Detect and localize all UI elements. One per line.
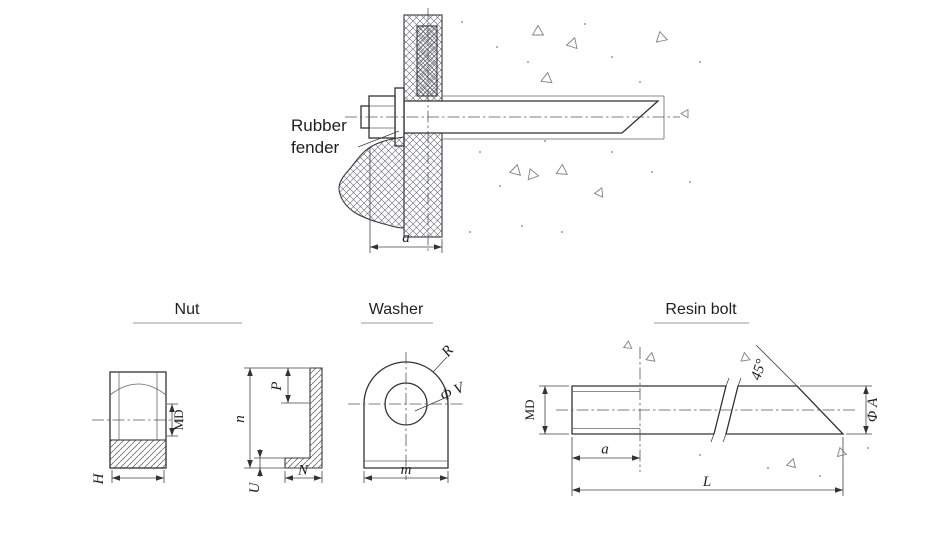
profile-dimension-n: n [232, 367, 309, 469]
nut-facet-lines [369, 105, 395, 129]
arrowhead [364, 475, 372, 481]
dim-chamfer-label: 45° [748, 357, 770, 382]
arrowhead [572, 487, 580, 493]
extension-line [539, 385, 569, 435]
dim-md-label: MD [171, 410, 186, 431]
aggregate-triangles [508, 24, 848, 469]
rubber-fender-section [338, 136, 405, 229]
bolt-dimension-md: MD [522, 385, 569, 435]
arrowhead [285, 368, 291, 376]
arrowhead [434, 244, 442, 250]
bolt-dimension-dia: Φ A [800, 385, 881, 435]
dim-p-label: P [269, 381, 285, 391]
arrowhead [285, 475, 293, 481]
bent-plate-profile [284, 367, 323, 469]
arrowhead [257, 450, 263, 458]
arrowhead [440, 475, 448, 481]
nut-view: Nut MD H [91, 301, 242, 485]
hole-leader-line [414, 396, 448, 412]
arrowhead [112, 475, 120, 481]
dim-r-label: R [438, 343, 457, 361]
arrowhead [169, 404, 175, 412]
extension-line [284, 471, 323, 483]
callout-rubber-line2: fender [291, 138, 340, 157]
resin-bolt-title: Resin bolt [665, 301, 737, 318]
dim-n-label: n [232, 415, 248, 423]
arrowhead [572, 455, 580, 461]
extension-line [111, 470, 165, 483]
aggregate-marks [461, 21, 869, 477]
bolt-dimension-l: L [572, 437, 844, 496]
nut-title: Nut [175, 301, 200, 318]
arrowhead [542, 426, 548, 434]
arrowhead [835, 487, 843, 493]
extension-line [167, 403, 178, 437]
assembly-dimension-a: a [369, 148, 443, 253]
arrowhead [314, 475, 322, 481]
washer-front-view: Washer R Φ V m [348, 301, 468, 483]
arrowhead [370, 244, 378, 250]
embedded-anchor-section [416, 25, 438, 97]
nut-dimension-h: H [91, 470, 165, 485]
profile-dimension-u: U [247, 449, 285, 493]
dim-dia-label: Φ A [865, 397, 881, 422]
assembly-view: Rubber fender a [291, 8, 680, 253]
nut-chamfer-arc [109, 383, 167, 396]
washer-dimension-m: m [363, 462, 449, 483]
extension-line [244, 367, 309, 469]
profile-dimension-foot-n: N [284, 463, 323, 483]
callout-leader-line [357, 130, 400, 148]
chamfer-leader-line [755, 344, 798, 387]
arrowhead [247, 460, 253, 468]
washer-title: Washer [369, 301, 424, 318]
bolt-dimension-a: a [571, 437, 640, 496]
arrowhead [169, 428, 175, 436]
nut-dimension-md: MD [167, 403, 186, 437]
radius-leader-line [432, 356, 448, 373]
nut-section-band [109, 439, 167, 469]
arrowhead [257, 468, 263, 476]
drilled-hole-outline [442, 95, 665, 140]
arrowhead [632, 455, 640, 461]
thread-lines [572, 391, 640, 429]
dim-m-label: m [401, 462, 412, 478]
dim-h-label: H [91, 472, 107, 485]
aggregate-dots [461, 21, 869, 477]
arrowhead [156, 475, 164, 481]
resin-bolt-view: Resin bolt 45° MD a L [522, 301, 881, 496]
profile-dimension-p: P [269, 368, 309, 404]
extension-line [800, 385, 872, 435]
arrowhead [542, 386, 548, 394]
dim-a-label: a [402, 230, 410, 246]
break-line-overhangs [710, 377, 742, 443]
nut-facet-edges [118, 372, 158, 440]
callout-rubber-line1: Rubber [291, 116, 347, 135]
dim-a-label: a [601, 442, 609, 458]
arrowhead [247, 368, 253, 376]
dim-md-label: MD [522, 400, 537, 421]
dim-l-label: L [702, 474, 711, 490]
arrowhead [863, 426, 869, 434]
extension-line [363, 471, 449, 483]
arrowhead [285, 395, 291, 403]
dim-u-label: U [247, 481, 263, 493]
dim-foot-n-label: N [297, 463, 309, 479]
washer-side-view: n P U N [232, 367, 323, 493]
arrowhead [863, 386, 869, 394]
